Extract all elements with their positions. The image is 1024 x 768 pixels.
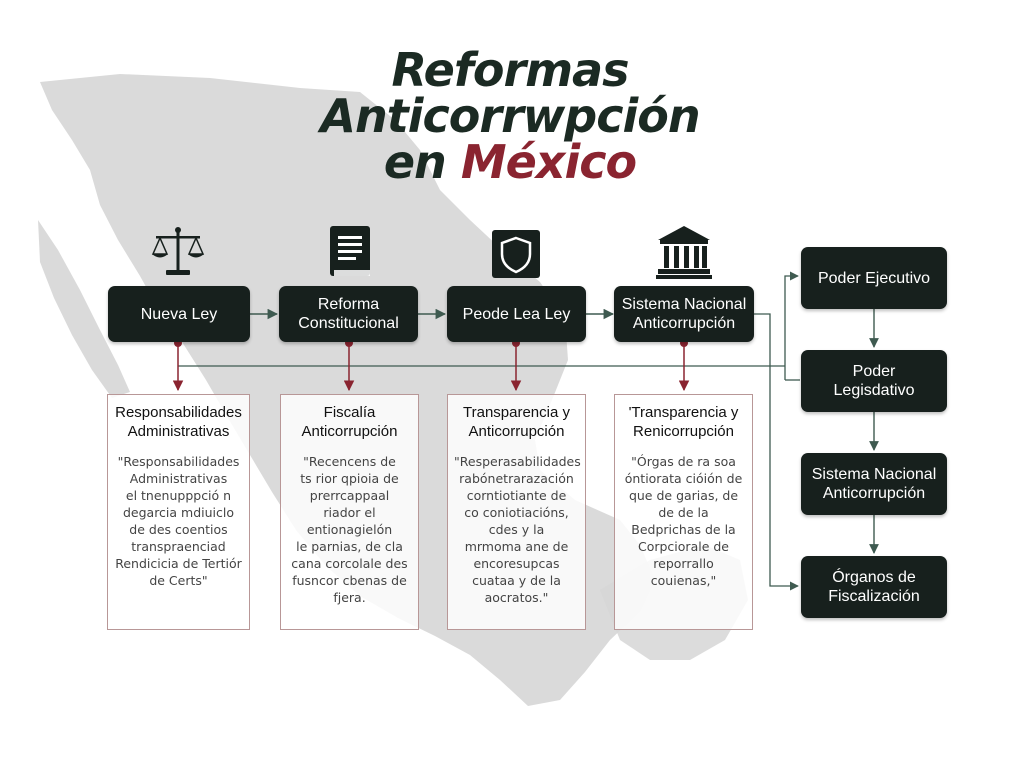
detail-card-2-body: "Recencens de ts rior qpioia de prerrcap… bbox=[291, 454, 408, 605]
node-organos-line-1: Órganos de bbox=[832, 569, 916, 586]
node-reforma-line-2: Constitucional bbox=[298, 315, 399, 332]
detail-card-2-title: Fiscalía Anticorrupción bbox=[287, 403, 412, 441]
government-building-icon bbox=[656, 226, 712, 279]
node-sistema-nacional: Sistema Nacional Anticorrupción bbox=[614, 286, 754, 342]
baja-peninsula-shape bbox=[38, 220, 130, 398]
node-nueva-ley: Nueva Ley bbox=[108, 286, 250, 342]
detail-card-3-body: "Resperasabilidades rabónetrarazación co… bbox=[454, 454, 581, 605]
detail-card-4-title: 'Transparencia y Renicorrupción bbox=[621, 403, 746, 441]
shield-icon bbox=[492, 230, 540, 278]
node-ejecutivo-label: Poder Ejecutivo bbox=[817, 269, 931, 287]
node-sistema-nacional-branch: Sistema Nacional Anticorrupción bbox=[801, 453, 947, 515]
scales-of-justice-icon bbox=[151, 227, 205, 275]
detail-card-3: Transparencia y Anticorrupción "Resperas… bbox=[447, 394, 586, 630]
law-book-icon bbox=[330, 226, 370, 276]
detail-card-1-title-line-1: Responsabilidades bbox=[115, 404, 242, 421]
node-reforma-line-1: Reforma bbox=[317, 296, 380, 313]
node-organos-fiscalizacion: Órganos de Fiscalización bbox=[801, 556, 947, 618]
detail-card-4-body: "Órgas de ra soa óntiorata cióión de que… bbox=[624, 454, 743, 588]
node-legislativo-line-2: Legisdativo bbox=[833, 382, 915, 399]
node-sistema-branch-line-1: Sistema Nacional bbox=[811, 466, 937, 483]
node-poder-legislativo: Poder Legisdativo bbox=[801, 350, 947, 412]
page-title-accent: México bbox=[460, 135, 637, 189]
detail-card-1-title-line-2: Administrativas bbox=[127, 423, 230, 440]
detail-card-3-title-line-2: Anticorrupción bbox=[468, 423, 565, 440]
page-title-line-2: Anticorrwpción bbox=[320, 89, 700, 143]
node-nueva-ley-label: Nueva Ley bbox=[140, 305, 218, 323]
detail-card-3-title: Transparencia y Anticorrupción bbox=[454, 403, 579, 441]
connector-bar-to-ejecutivo bbox=[784, 271, 799, 380]
detail-card-2-title-line-1: Fiscalía bbox=[323, 404, 376, 421]
detail-card-3-title-line-1: Transparencia y bbox=[463, 404, 570, 421]
node-reforma-constitucional: Reforma Constitucional bbox=[279, 286, 418, 342]
page-title-prefix: en bbox=[383, 135, 447, 189]
node-sistema-line-1: Sistema Nacional bbox=[621, 296, 747, 313]
connector-sistema-to-branch bbox=[754, 313, 799, 591]
node-sistema-line-2: Anticorrupción bbox=[632, 315, 736, 332]
detail-card-1-body: "Responsabilidades Administrativas el tn… bbox=[115, 454, 242, 588]
detail-card-2-title-line-2: Anticorrupción bbox=[301, 423, 398, 440]
node-peode-lea-ley: Peode Lea Ley bbox=[447, 286, 586, 342]
detail-card-4-title-line-1: 'Transparencia y bbox=[628, 404, 739, 421]
page-title-line-1: Reformas bbox=[391, 43, 630, 97]
node-peode-label: Peode Lea Ley bbox=[462, 305, 571, 323]
detail-card-1-title: Responsabilidades Administrativas bbox=[114, 403, 243, 441]
detail-card-1: Responsabilidades Administrativas "Respo… bbox=[107, 394, 250, 630]
detail-card-4: 'Transparencia y Renicorrupción "Órgas d… bbox=[614, 394, 753, 630]
node-organos-line-2: Fiscalización bbox=[828, 588, 920, 605]
page-title-line-3: en México bbox=[260, 136, 760, 188]
detail-card-2: Fiscalía Anticorrupción "Recencens de ts… bbox=[280, 394, 419, 630]
node-poder-ejecutivo: Poder Ejecutivo bbox=[801, 247, 947, 309]
detail-card-4-title-line-2: Renicorrupción bbox=[633, 423, 734, 440]
node-legislativo-line-1: Poder bbox=[852, 363, 896, 380]
node-sistema-branch-line-2: Anticorrupción bbox=[822, 485, 926, 502]
